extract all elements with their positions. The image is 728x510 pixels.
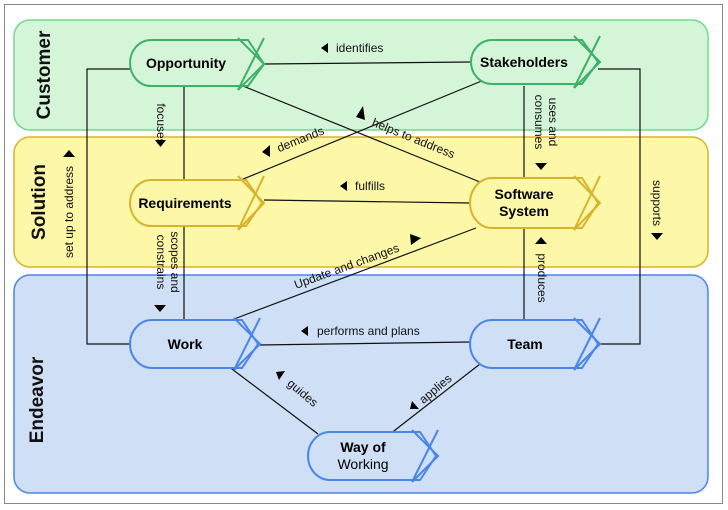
arrow-down-icon (651, 233, 663, 240)
relation-uses-label: uses and (546, 98, 560, 147)
node-opportunity-label: Opportunity (146, 55, 226, 71)
relation-set-up-to-address: set up to address (62, 150, 76, 258)
node-team-label: Team (507, 336, 543, 352)
arrow-up-icon (356, 106, 365, 120)
arrow-down-icon (410, 401, 419, 409)
edge-software-requirements (263, 199, 471, 204)
relation-fulfills: fulfills (340, 179, 385, 193)
relation-performs-and-plans-label: performs and plans (317, 324, 420, 338)
relation-consumes-label: consumes (532, 95, 546, 150)
node-way-of-working-line1: Way of (340, 439, 386, 455)
lane-label-solution: Solution (29, 164, 50, 240)
relation-scopes-and-constrains: scopes and constrains (154, 231, 182, 312)
edge-team-work (257, 341, 471, 346)
relation-scopes-label: scopes and (168, 231, 182, 292)
relation-produces: produces (535, 237, 549, 303)
arrow-down-icon (535, 163, 547, 170)
edge-work-opportunity (86, 68, 130, 345)
node-software-system-line1: Software (494, 186, 553, 202)
edge-stakeholders-opportunity (263, 61, 471, 65)
relation-set-up-to-address-label: set up to address (62, 166, 76, 258)
arrow-left-icon (301, 326, 308, 336)
arrow-up-icon (535, 237, 547, 244)
edge-wayofworking-work (227, 365, 319, 435)
edge-stakeholders-requirements (235, 79, 485, 183)
node-software-system-line2: System (499, 203, 549, 219)
edge-opportunity-software (237, 83, 481, 183)
relation-fulfills-label: fulfills (355, 179, 385, 193)
relation-focuses-label: focuses (154, 103, 168, 144)
arrow-down-icon (155, 140, 166, 147)
relation-identifies-label: identifies (336, 41, 383, 55)
arrow-left-icon (262, 145, 270, 157)
node-work-label: Work (168, 336, 203, 352)
node-way-of-working[interactable]: Way of Working (307, 429, 440, 483)
arrow-up-icon (63, 150, 75, 157)
node-software-system[interactable]: Software System (469, 175, 602, 231)
relation-supports-label: supports (650, 180, 664, 226)
relation-constrains-label: constrains (154, 235, 168, 290)
relation-identifies: identifies (321, 41, 383, 55)
arrow-up-icon (276, 371, 285, 380)
node-team[interactable]: Team (469, 317, 602, 371)
edge-team-stakeholders (598, 68, 641, 345)
node-stakeholders[interactable]: Stakeholders (470, 35, 602, 89)
relation-supports: supports (650, 180, 664, 240)
relation-produces-label: produces (535, 253, 549, 302)
lane-label-customer: Customer (34, 30, 55, 119)
node-requirements-label: Requirements (138, 195, 232, 211)
edge-work-software (225, 227, 477, 323)
node-opportunity[interactable]: Opportunity (129, 37, 266, 91)
relation-focuses: focuses (154, 103, 168, 147)
arrow-left-icon (340, 181, 347, 191)
edge-wayofworking-team (389, 363, 481, 435)
node-requirements[interactable]: Requirements (129, 175, 266, 231)
arrow-down-icon (154, 305, 166, 312)
relation-performs-and-plans: performs and plans (301, 324, 420, 338)
node-work[interactable]: Work (129, 317, 262, 371)
arrow-left-icon (321, 43, 328, 53)
node-stakeholders-label: Stakeholders (480, 54, 568, 70)
edges (86, 61, 641, 435)
arrow-up-icon (410, 234, 421, 245)
node-way-of-working-line2: Working (337, 456, 388, 472)
lane-label-endeavor: Endeavor (27, 356, 48, 443)
relation-uses-and-consumes: uses and consumes (532, 95, 560, 170)
